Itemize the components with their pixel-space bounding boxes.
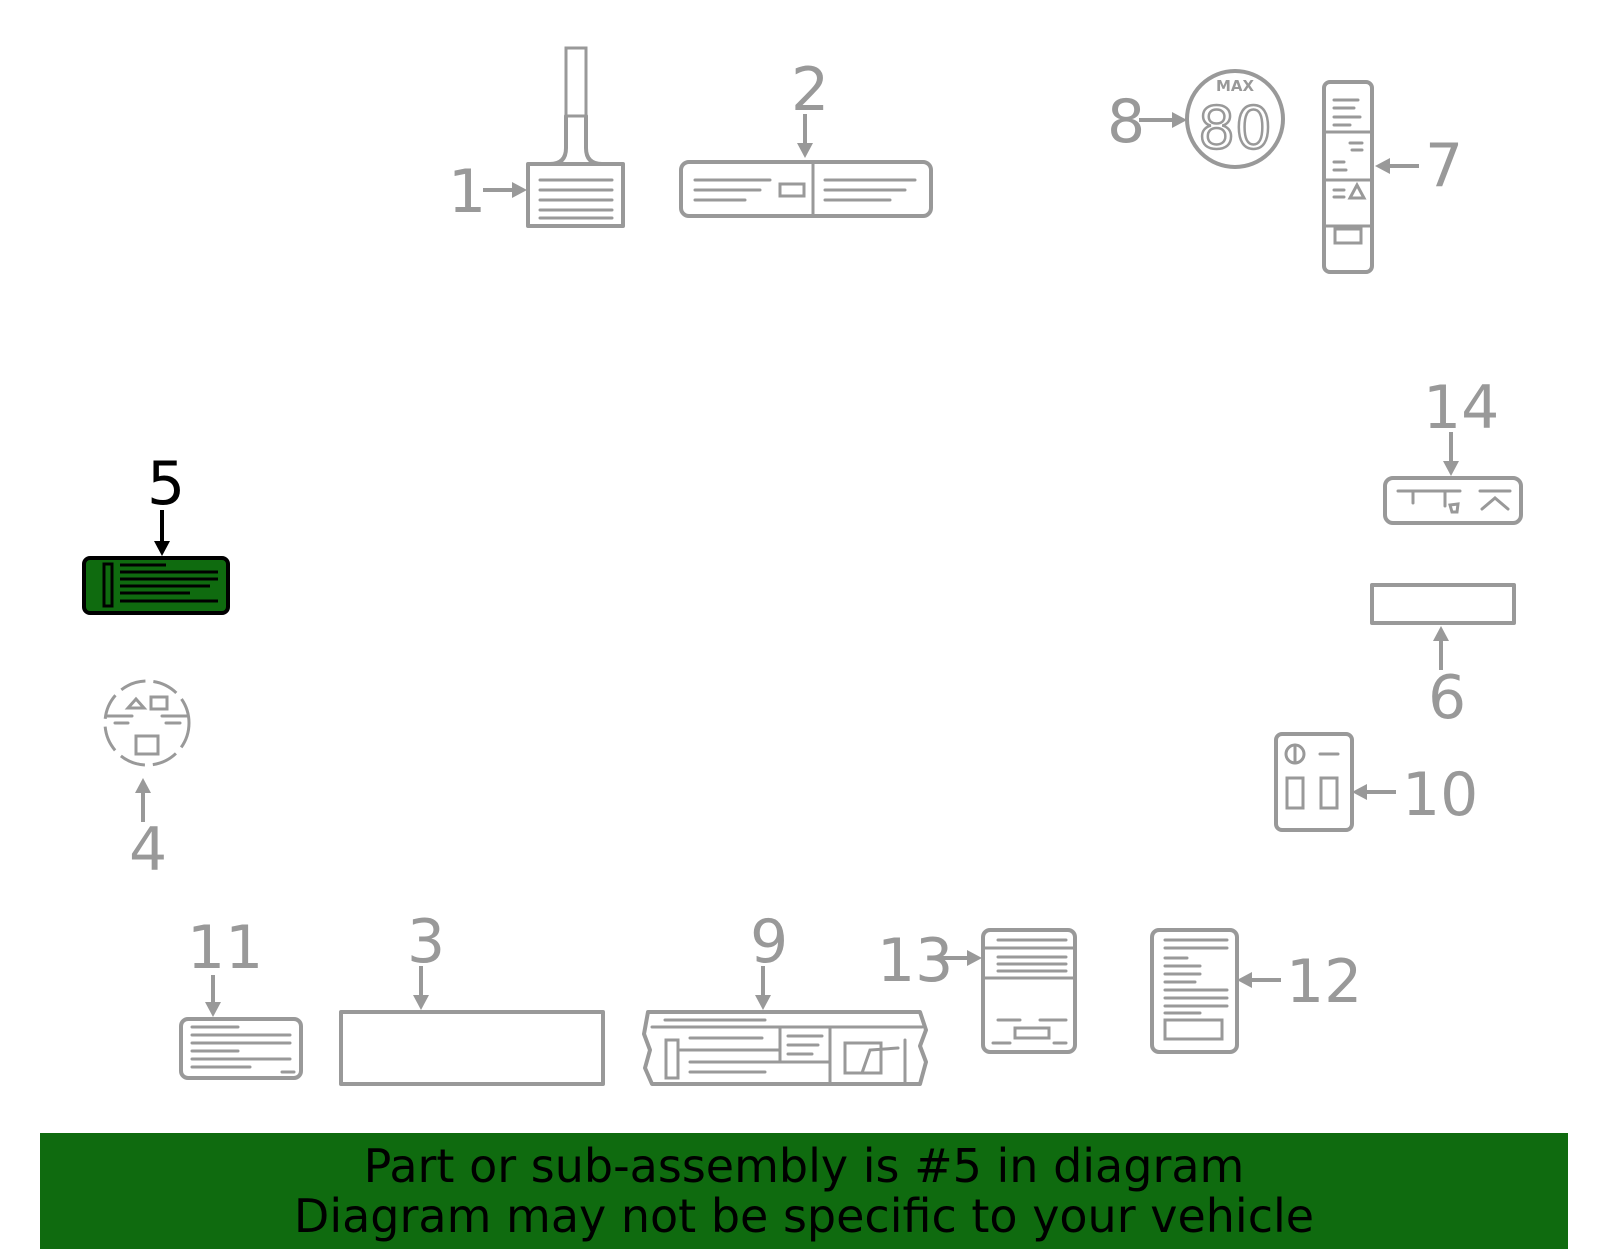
callout-8: 8 <box>1107 87 1145 157</box>
callout-7: 7 <box>1425 131 1463 201</box>
callout-9: 9 <box>750 907 788 977</box>
part-12-label[interactable]: 12 <box>1150 928 1362 1054</box>
banner-line-2: Diagram may not be specific to your vehi… <box>293 1189 1315 1243</box>
callout-2: 2 <box>791 55 829 125</box>
callout-14: 14 <box>1423 373 1499 443</box>
part-10-label[interactable]: 10 <box>1274 732 1478 832</box>
callout-1: 1 <box>448 157 486 227</box>
callout-3: 3 <box>407 907 445 977</box>
part-11-label[interactable]: 11 <box>179 913 303 1080</box>
part-2-label[interactable]: 2 <box>679 55 933 218</box>
sticker-speed-text: 80 <box>1198 94 1272 162</box>
diagram-notice-banner: Part or sub-assembly is #5 in diagram Di… <box>40 1133 1568 1249</box>
part-6-label[interactable]: 6 <box>1370 583 1516 733</box>
callout-6: 6 <box>1428 663 1466 733</box>
part-7-label[interactable]: 7 <box>1322 80 1463 274</box>
callout-11: 11 <box>187 913 263 983</box>
part-13-label[interactable]: 13 <box>877 926 1077 1054</box>
banner-line-1: Part or sub-assembly is #5 in diagram <box>363 1139 1245 1193</box>
part-8-speed-sticker[interactable]: MAX 80 8 <box>1107 69 1285 169</box>
part-4-round-label[interactable]: 4 <box>103 679 191 885</box>
callout-13: 13 <box>877 926 953 996</box>
callout-12: 12 <box>1286 947 1362 1017</box>
part-9-label[interactable]: 9 <box>642 907 928 1086</box>
sticker-max-text: MAX <box>1216 77 1255 95</box>
part-14-label[interactable]: 14 <box>1383 373 1523 525</box>
part-5-label-highlighted[interactable]: 5 <box>82 449 230 615</box>
callout-5: 5 <box>147 449 185 519</box>
callout-4: 4 <box>129 815 167 885</box>
part-1-label[interactable]: 1 <box>448 46 625 228</box>
callout-10: 10 <box>1402 760 1478 830</box>
part-3-label[interactable]: 3 <box>339 907 605 1086</box>
